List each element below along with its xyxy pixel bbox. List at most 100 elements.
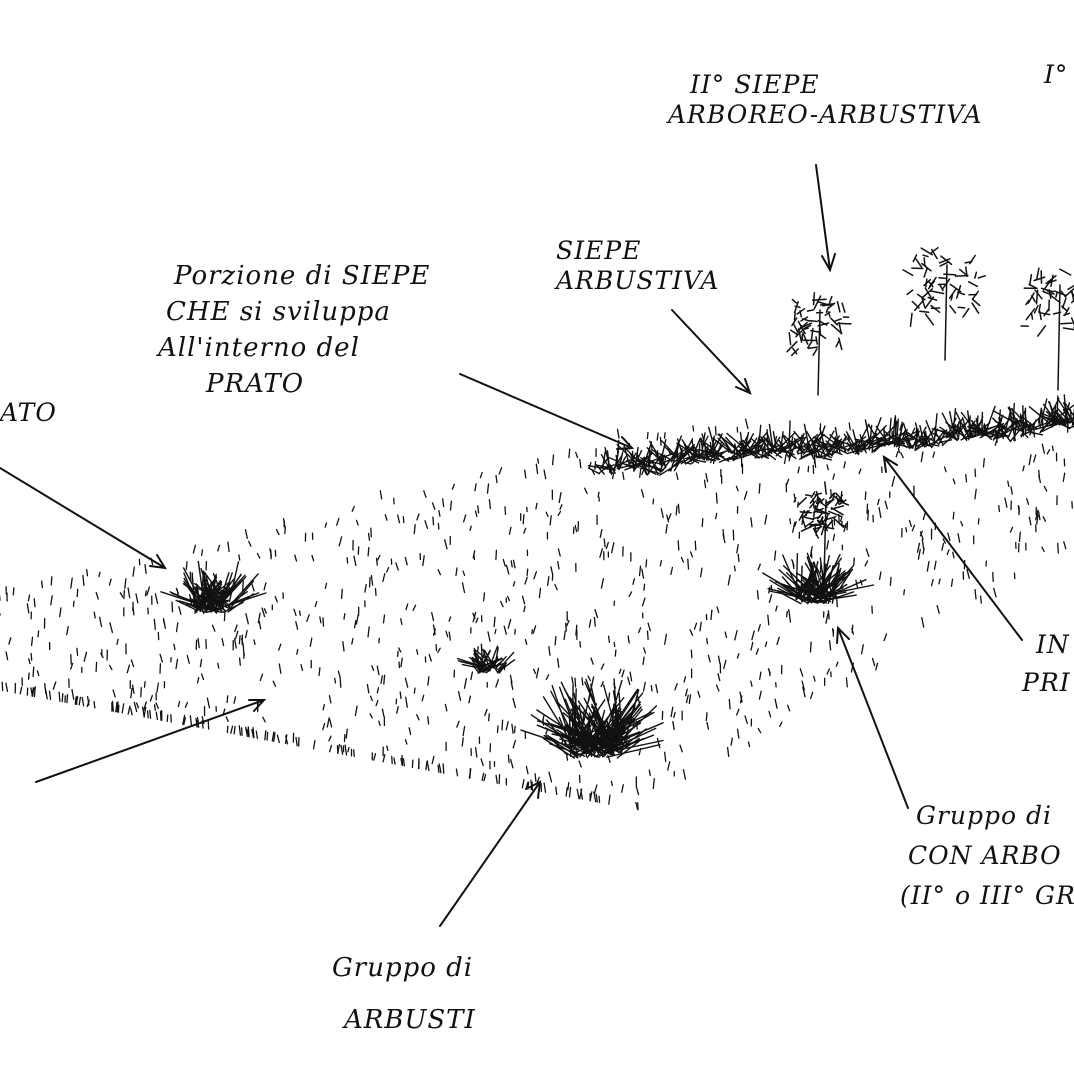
shrub-stroke bbox=[1064, 402, 1074, 418]
grass-stroke bbox=[843, 522, 847, 533]
grass-stroke bbox=[643, 583, 646, 591]
shrub-stroke bbox=[741, 449, 755, 455]
grass-stroke bbox=[195, 717, 198, 728]
grass-stroke bbox=[1007, 480, 1010, 488]
shrub-stroke bbox=[192, 600, 223, 611]
grass-stroke bbox=[400, 757, 403, 767]
grass-stroke bbox=[385, 566, 390, 573]
shrub-stroke bbox=[609, 703, 615, 756]
grass-stroke bbox=[789, 518, 792, 525]
grass-stroke bbox=[373, 753, 377, 761]
shrub-stroke bbox=[961, 416, 969, 437]
grass-stroke bbox=[448, 616, 452, 622]
grass-stroke bbox=[534, 773, 537, 782]
shrub-stroke bbox=[717, 437, 734, 454]
tree-foliage bbox=[799, 310, 803, 318]
grass-stroke bbox=[858, 468, 862, 475]
tree-foliage bbox=[825, 498, 835, 507]
arrowhead bbox=[525, 780, 542, 799]
grass-stroke bbox=[759, 671, 762, 680]
tree-foliage bbox=[813, 295, 822, 310]
grass-stroke bbox=[652, 777, 655, 790]
grass-stroke bbox=[546, 575, 550, 587]
grass-stroke bbox=[1057, 542, 1059, 554]
grass-stroke bbox=[422, 555, 425, 567]
grass-stroke bbox=[119, 592, 124, 598]
label-siepe-arboreo-arbustiva: II° SIEPE ARBOREO-ARBUSTIVA bbox=[668, 70, 983, 130]
grass-stroke bbox=[336, 744, 339, 755]
grass-stroke bbox=[502, 558, 506, 567]
grass-stroke bbox=[456, 720, 460, 728]
grass-stroke bbox=[605, 541, 609, 550]
grass-stroke bbox=[511, 723, 514, 734]
grass-stroke bbox=[645, 559, 648, 568]
tree-foliage bbox=[815, 497, 821, 511]
grass-stroke bbox=[457, 691, 462, 701]
grass-stroke bbox=[427, 716, 430, 725]
grass-stroke bbox=[99, 616, 103, 628]
grass-stroke bbox=[328, 744, 333, 753]
tree-foliage bbox=[1061, 305, 1068, 312]
grass-stroke bbox=[758, 483, 761, 494]
grass-stroke bbox=[977, 517, 980, 525]
grass-stroke bbox=[242, 645, 245, 657]
grass-stroke bbox=[908, 519, 912, 528]
grass-stroke bbox=[70, 662, 74, 670]
grass-stroke bbox=[486, 483, 490, 494]
grass-stroke bbox=[512, 559, 516, 569]
grass-stroke bbox=[501, 719, 504, 731]
grass-stroke bbox=[82, 574, 85, 586]
grass-stroke bbox=[328, 695, 332, 704]
grass-stroke bbox=[326, 717, 330, 728]
grass-stroke bbox=[369, 713, 373, 719]
grass-stroke bbox=[659, 436, 662, 446]
tree-foliage bbox=[1031, 294, 1036, 303]
grass-stroke bbox=[568, 448, 571, 459]
shrub-stroke bbox=[819, 427, 826, 449]
grass-stroke bbox=[159, 653, 164, 663]
grass-stroke bbox=[294, 554, 298, 562]
grass-stroke bbox=[639, 468, 642, 478]
grass-stroke bbox=[768, 710, 772, 718]
grass-stroke bbox=[699, 621, 702, 632]
grass-stroke bbox=[993, 587, 997, 598]
label-line: ARBUSTI bbox=[344, 1005, 476, 1035]
grass-stroke bbox=[296, 648, 299, 655]
grass-stroke bbox=[793, 493, 797, 502]
grass-stroke bbox=[197, 637, 200, 649]
grass-stroke bbox=[588, 461, 592, 469]
grass-stroke bbox=[758, 690, 762, 700]
shrub-stroke bbox=[548, 722, 612, 743]
tree-foliage bbox=[914, 299, 925, 312]
shrub-stroke bbox=[1062, 402, 1074, 426]
grass-stroke bbox=[95, 661, 98, 673]
grass-stroke bbox=[950, 578, 954, 587]
grass-stroke bbox=[234, 624, 238, 633]
grass-stroke bbox=[807, 465, 810, 473]
grass-stroke bbox=[693, 622, 698, 630]
shrub-stroke bbox=[717, 433, 741, 453]
tree-foliage bbox=[915, 258, 923, 269]
label-line: ATO bbox=[0, 398, 57, 427]
grass-stroke bbox=[351, 505, 355, 512]
grass-stroke bbox=[416, 648, 419, 655]
shrub-stroke bbox=[670, 449, 686, 461]
grass-stroke bbox=[507, 618, 512, 629]
grass-stroke bbox=[285, 735, 289, 745]
shrub-stroke bbox=[587, 467, 600, 475]
grass-stroke bbox=[611, 542, 615, 554]
grass-stroke bbox=[382, 572, 386, 583]
grass-stroke bbox=[598, 795, 601, 804]
grass-stroke bbox=[405, 603, 409, 611]
grass-stroke bbox=[253, 639, 256, 646]
tree-foliage bbox=[1025, 308, 1036, 321]
grass-stroke bbox=[98, 571, 101, 578]
grass-stroke bbox=[166, 714, 169, 723]
grass-stroke bbox=[498, 467, 503, 475]
grass-stroke bbox=[895, 451, 899, 458]
shrub-stroke bbox=[550, 690, 578, 744]
grass-stroke bbox=[44, 688, 48, 700]
grass-stroke bbox=[347, 746, 350, 753]
grass-stroke bbox=[405, 696, 408, 708]
